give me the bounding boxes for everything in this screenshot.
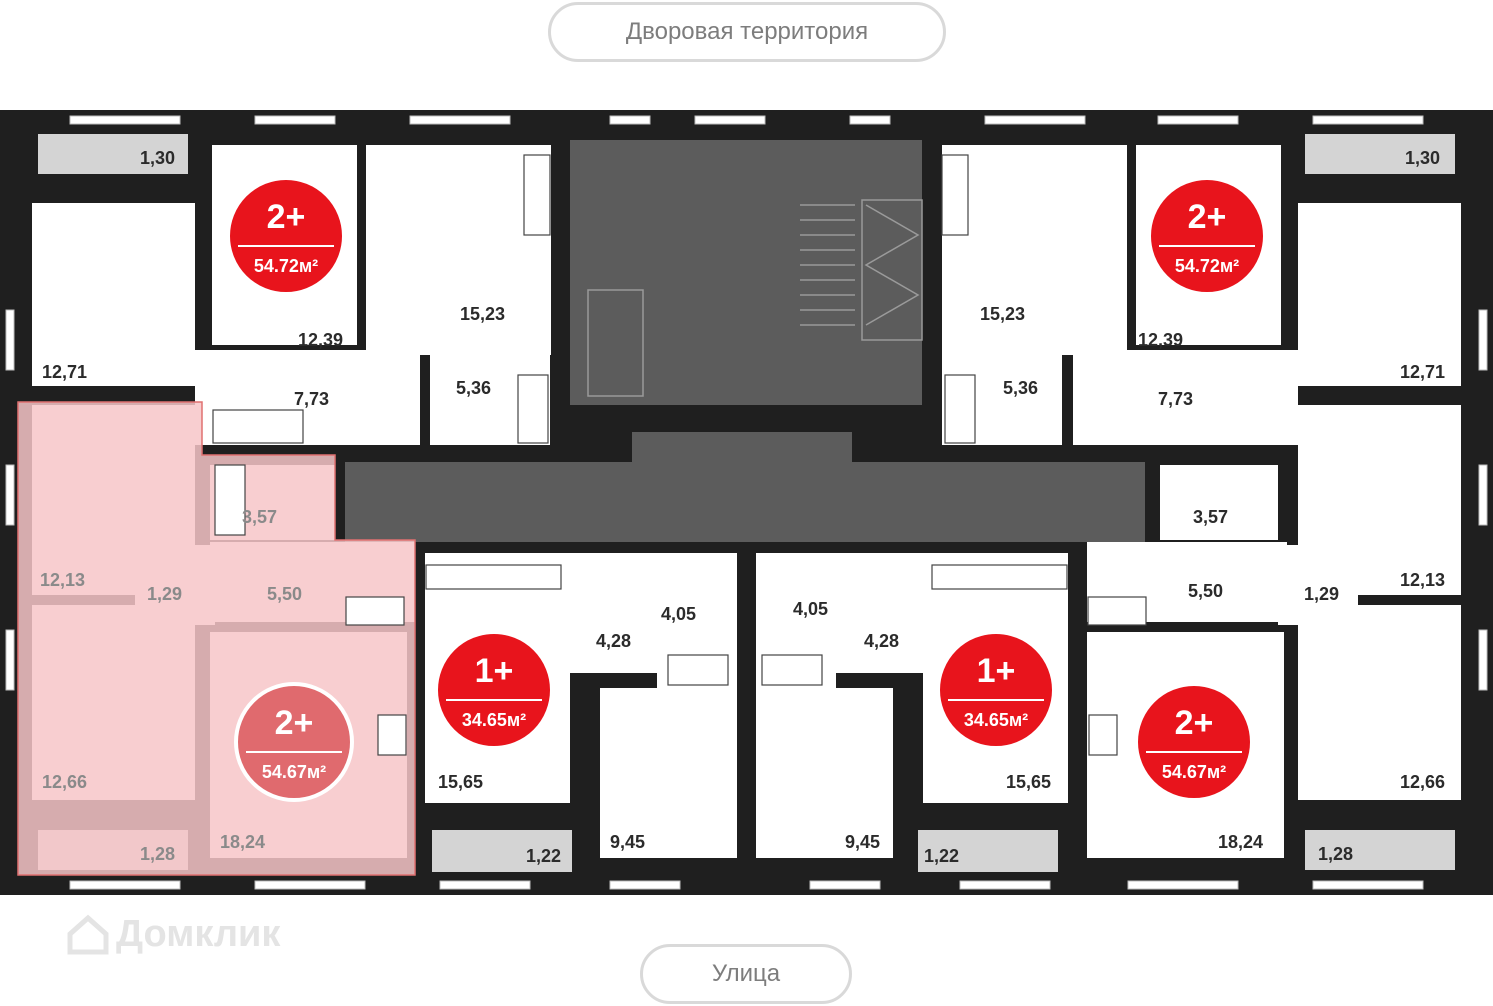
tl-balcony [38,134,188,174]
badge-area: 34.65м² [462,710,526,730]
common-corridor [345,462,1145,542]
badge-apt-top-left[interactable]: 2+ 54.72м² [226,176,346,296]
tl-room1 [32,203,195,386]
area-ml-balcony: 1,22 [526,846,561,866]
area-bl-room1: 12,13 [40,570,85,590]
area-bl-corr: 1,29 [147,584,182,604]
floor-plan: 1,30 12,71 12,39 15,23 7,73 5,36 1,30 12… [0,110,1493,895]
badge-area: 54.72м² [254,256,318,276]
house-icon [67,914,109,955]
watermark-text: Домклик [116,912,281,955]
badge-apt-bottom-right[interactable]: 2+ 54.67м² [1134,682,1254,802]
badge-type: 2+ [267,198,306,236]
tl-kitchen [366,145,551,355]
domclick-watermark: Домклик [66,912,280,956]
lift-shaft [587,289,644,397]
badge-type: 1+ [475,652,514,690]
br-room2 [1298,605,1461,800]
badge-type: 2+ [1188,198,1227,236]
area-bl-balcony: 1,28 [140,844,175,864]
badge-type: 1+ [977,652,1016,690]
courtyard-label-text: Дворовая территория [625,18,869,45]
area-tr-room2: 12,39 [1138,330,1183,350]
badge-type: 2+ [275,704,314,742]
area-mr-room: 9,45 [845,832,880,852]
mr-room [756,688,893,858]
badge-area: 34.65м² [964,710,1028,730]
core-upper [570,140,922,405]
area-bl-hall: 5,50 [267,584,302,604]
street-label: Улица [640,944,852,1004]
badge-area: 54.67м² [262,762,326,782]
tr-room1 [1298,203,1461,386]
area-mr-kitchen: 15,65 [1006,772,1051,792]
area-br-corr: 1,29 [1304,584,1339,604]
area-bl-room2: 12,66 [42,772,87,792]
area-tl-hall: 7,73 [294,389,329,409]
area-mr-bath: 4,05 [793,599,828,619]
ml-room [600,688,737,858]
tr-kitchen [942,145,1127,355]
br-balcony [1305,830,1455,870]
area-tr-room1: 12,71 [1400,362,1445,382]
badge-area: 54.72м² [1175,256,1239,276]
area-br-bath: 3,57 [1193,507,1228,527]
area-br-balcony: 1,28 [1318,844,1353,864]
badge-area: 54.67м² [1162,762,1226,782]
tr-balcony [1305,134,1455,174]
area-tl-room2: 12,39 [298,330,343,350]
area-mr-balcony: 1,22 [924,846,959,866]
area-tr-kitchen: 15,23 [980,304,1025,324]
area-bl-bath: 3,57 [242,507,277,527]
area-bl-kitchen: 18,24 [220,832,265,852]
br-corr [1278,545,1358,625]
badge-apt-top-right[interactable]: 2+ 54.72м² [1147,176,1267,296]
area-br-room2: 12,66 [1400,772,1445,792]
ml-balcony [432,830,572,872]
badge-apt-bottom-left[interactable]: 2+ 54.67м² [234,682,354,802]
street-label-text: Улица [711,960,781,987]
area-ml-hall: 4,28 [596,631,631,651]
area-ml-kitchen: 15,65 [438,772,483,792]
badge-apt-mid-right[interactable]: 1+ 34.65м² [936,630,1056,750]
badge-apt-mid-left[interactable]: 1+ 34.65м² [434,630,554,750]
br-bath [1160,465,1278,540]
area-br-kitchen: 18,24 [1218,832,1263,852]
ml-hall [560,553,657,673]
area-tr-bath: 5,36 [1003,378,1038,398]
area-mr-hall: 4,28 [864,631,899,651]
area-tl-bath: 5,36 [456,378,491,398]
area-ml-room: 9,45 [610,832,645,852]
courtyard-label: Дворовая территория [548,2,946,62]
area-ml-bath: 4,05 [661,604,696,624]
tr-hall [1073,350,1298,445]
stair-flight [861,199,923,341]
area-tr-balcony: 1,30 [1405,148,1440,168]
badge-type: 2+ [1175,704,1214,742]
area-tr-hall: 7,73 [1158,389,1193,409]
area-tl-balcony: 1,30 [140,148,175,168]
mr-balcony [918,830,1058,872]
area-tl-room1: 12,71 [42,362,87,382]
mr-hall [836,553,933,673]
area-br-hall: 5,50 [1188,581,1223,601]
area-br-room1: 12,13 [1400,570,1445,590]
core-lower [632,432,852,472]
area-tl-kitchen: 15,23 [460,304,505,324]
